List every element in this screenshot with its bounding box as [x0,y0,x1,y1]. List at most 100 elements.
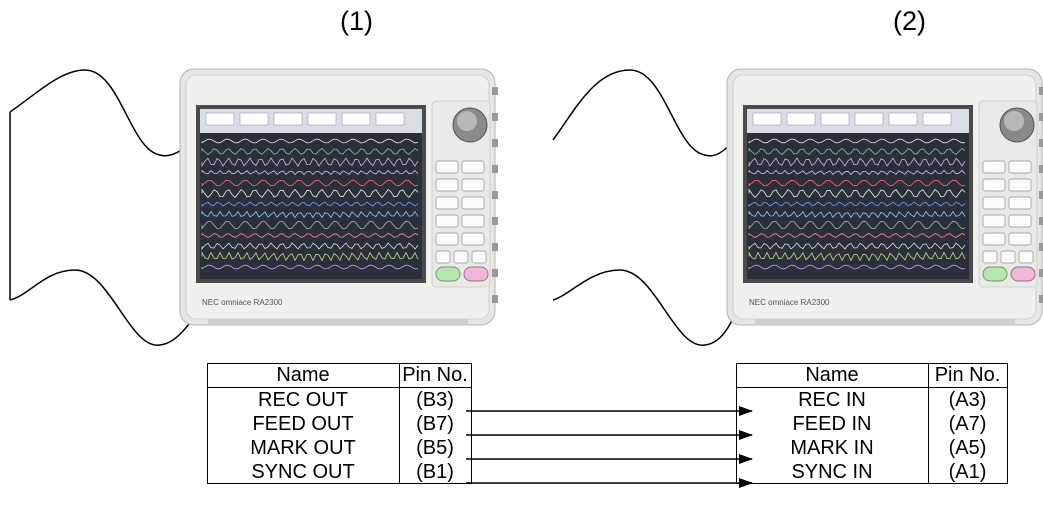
panel-button [1008,214,1032,228]
screen-toolbar-button [341,112,371,126]
panel-button [461,178,485,192]
panel-button [461,214,485,228]
panel-button [435,214,459,228]
output-table: Name Pin No. REC OUT (B3) FEED OUT (B7) … [207,363,471,484]
waveform-trace [201,188,419,199]
panel-button [982,232,1006,246]
panel-button [453,250,469,264]
output-pin-header: Pin No. [399,363,471,388]
waveform-trace [201,201,419,207]
screen-toolbar-button [888,112,918,126]
cable-curve-2 [552,69,741,346]
panel-button [982,250,998,264]
input-name-cell: SYNC IN [791,461,873,483]
waveform-trace [201,264,419,270]
panel-button [1008,232,1032,246]
waveform-trace [201,232,419,238]
output-name-cell: REC OUT [258,389,348,411]
side-connector [492,295,498,303]
unit-2-label: (2) [893,6,926,36]
table-row: SYNC IN (A1) [736,460,1007,484]
table-row: REC OUT (B3) [207,388,471,413]
output-table-divider [399,363,400,484]
waveform-trace [201,242,419,251]
output-pin-cell: (B7) [416,413,454,435]
panel-button [1018,250,1034,264]
input-pin-cell: (A7) [948,413,987,435]
waveform-trace [748,188,966,199]
screen-toolbar-button [273,112,303,126]
panel-button [471,250,487,264]
screen-toolbar-button [307,112,337,126]
table-row: MARK OUT (B5) [207,436,471,460]
screen-toolbar-button [786,112,816,126]
waveform-trace [748,147,966,156]
input-pin-header: Pin No. [928,363,1007,388]
side-connector [1039,139,1043,147]
panel-button [982,214,1006,228]
waveform-trace [748,264,966,270]
panel-button [435,178,459,192]
start-button [982,266,1008,282]
screen-toolbar-button [854,112,884,126]
waveform-trace [748,169,966,176]
input-table: Name Pin No. REC IN (A3) FEED IN (A7) MA… [736,363,1007,484]
panel-button [461,232,485,246]
side-connector [492,269,498,277]
screen-toolbar-button [375,112,405,126]
waveform-trace [748,242,966,251]
recorder-device-1: NEC omniace RA2300 [179,68,498,326]
panel-button [1008,160,1032,174]
waveform-trace [201,179,419,187]
panel-button [435,196,459,210]
input-name-header: Name [736,363,928,388]
waveform-trace [201,169,419,176]
panel-button [435,232,459,246]
output-name-header: Name [207,363,399,388]
waveform-trace [748,251,966,262]
output-name-cell: SYNC OUT [251,461,355,483]
side-connector [492,113,498,121]
stop-button [1010,266,1036,282]
panel-button [982,178,1006,192]
input-name-cell: REC IN [798,389,866,411]
panel-button [1008,196,1032,210]
panel-button [1000,250,1016,264]
input-pin-cell: (A3) [948,389,987,411]
side-connector [1039,243,1043,251]
side-connector [492,243,498,251]
input-name-cell: MARK IN [790,437,874,459]
input-table-divider [928,363,929,484]
panel-button [435,250,451,264]
waveform-trace [748,157,966,168]
side-connector [492,191,498,199]
panel-button [435,160,459,174]
panel-button [982,196,1006,210]
waveform-trace [201,220,419,230]
start-button [435,266,461,282]
side-connector [1039,217,1043,225]
brand-label: NEC omniace RA2300 [202,298,283,307]
side-connector [492,165,498,173]
waveform-trace [201,138,419,144]
panel-button [982,160,1006,174]
table-row: SYNC OUT (B1) [207,460,471,484]
panel-button [461,160,485,174]
side-connector [492,87,498,95]
cable-curve-1 [9,69,200,346]
waveform-trace [748,138,966,144]
output-pin-cell: (B5) [416,437,454,459]
side-connector [1039,191,1043,199]
side-connector [1039,113,1043,121]
waveform-trace [201,157,419,168]
input-pin-cell: (A1) [948,461,987,483]
panel-button [461,196,485,210]
output-pin-cell: (B3) [416,389,454,411]
jog-dial-highlight [1004,111,1024,131]
output-name-cell: FEED OUT [252,413,354,435]
table-row: REC IN (A3) [736,388,1007,413]
unit-1-label: (1) [340,6,373,36]
input-name-cell: FEED IN [792,413,872,435]
output-name-cell: MARK OUT [250,437,356,459]
